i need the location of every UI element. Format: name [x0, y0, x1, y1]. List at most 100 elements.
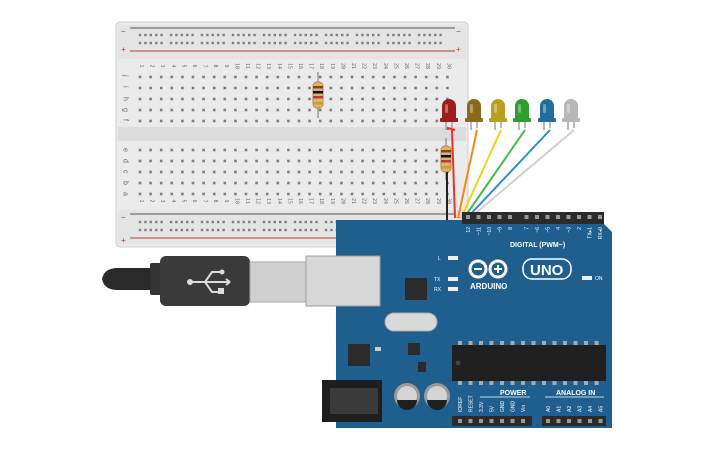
terminal-hole[interactable] [223, 86, 227, 90]
rail-hole[interactable] [284, 228, 287, 232]
terminal-hole[interactable] [371, 192, 375, 196]
rail-hole[interactable] [273, 41, 276, 45]
terminal-hole[interactable] [287, 148, 290, 152]
terminal-hole[interactable] [223, 192, 227, 196]
terminal-hole[interactable] [255, 159, 258, 163]
rail-hole[interactable] [439, 33, 442, 37]
terminal-hole[interactable] [212, 181, 216, 185]
terminal-hole[interactable] [159, 148, 163, 152]
terminal-hole[interactable] [414, 75, 417, 79]
terminal-hole[interactable] [170, 75, 174, 79]
usb-b-port[interactable] [305, 255, 381, 307]
terminal-hole[interactable] [318, 108, 322, 112]
terminal-hole[interactable] [414, 181, 417, 185]
terminal-hole[interactable] [276, 86, 280, 90]
power-pin-hole[interactable] [521, 419, 525, 423]
rail-hole[interactable] [242, 220, 245, 224]
terminal-hole[interactable] [424, 170, 428, 174]
terminal-hole[interactable] [393, 97, 396, 101]
terminal-hole[interactable] [308, 75, 311, 79]
terminal-hole[interactable] [446, 97, 449, 101]
rail-hole[interactable] [330, 228, 333, 232]
rail-hole[interactable] [149, 220, 152, 224]
rail-hole[interactable] [149, 228, 152, 232]
rail-hole[interactable] [248, 33, 251, 37]
terminal-hole[interactable] [255, 181, 258, 185]
terminal-hole[interactable] [138, 119, 142, 123]
rail-hole[interactable] [155, 33, 158, 37]
terminal-hole[interactable] [393, 148, 396, 152]
rail-hole[interactable] [392, 41, 395, 45]
terminal-hole[interactable] [181, 119, 184, 123]
rail-hole[interactable] [253, 41, 256, 45]
digital-pin-hole[interactable] [577, 215, 581, 219]
terminal-hole[interactable] [403, 148, 407, 152]
terminal-hole[interactable] [371, 75, 375, 79]
terminal-hole[interactable] [276, 170, 280, 174]
terminal-hole[interactable] [382, 119, 386, 123]
terminal-hole[interactable] [424, 119, 428, 123]
wire[interactable] [451, 129, 456, 219]
terminal-hole[interactable] [371, 119, 375, 123]
terminal-hole[interactable] [202, 86, 205, 90]
terminal-hole[interactable] [265, 170, 269, 174]
rail-hole[interactable] [324, 33, 328, 37]
rail-hole[interactable] [386, 41, 390, 45]
terminal-hole[interactable] [287, 192, 290, 196]
rail-hole[interactable] [417, 33, 421, 37]
terminal-hole[interactable] [361, 148, 364, 152]
rail-hole[interactable] [211, 228, 214, 232]
terminal-hole[interactable] [308, 181, 311, 185]
terminal-hole[interactable] [350, 86, 354, 90]
rail-hole[interactable] [191, 220, 194, 224]
terminal-hole[interactable] [191, 75, 195, 79]
rail-hole[interactable] [355, 33, 359, 37]
terminal-hole[interactable] [382, 181, 386, 185]
rail-hole[interactable] [377, 33, 380, 37]
terminal-hole[interactable] [234, 192, 237, 196]
terminal-hole[interactable] [159, 108, 163, 112]
rail-hole[interactable] [372, 33, 375, 37]
rail-hole[interactable] [206, 33, 209, 37]
terminal-hole[interactable] [170, 119, 174, 123]
rail-hole[interactable] [180, 228, 183, 232]
terminal-hole[interactable] [181, 97, 184, 101]
led-white[interactable] [562, 99, 580, 130]
led-red[interactable] [440, 99, 458, 130]
terminal-hole[interactable] [212, 86, 216, 90]
terminal-hole[interactable] [234, 148, 237, 152]
terminal-hole[interactable] [191, 97, 195, 101]
rail-hole[interactable] [253, 220, 256, 224]
terminal-hole[interactable] [287, 86, 290, 90]
rail-hole[interactable] [169, 228, 173, 232]
terminal-hole[interactable] [435, 192, 439, 196]
rail-hole[interactable] [262, 220, 266, 224]
terminal-hole[interactable] [265, 192, 269, 196]
terminal-hole[interactable] [393, 108, 396, 112]
terminal-hole[interactable] [234, 170, 237, 174]
rail-hole[interactable] [138, 33, 142, 37]
terminal-hole[interactable] [159, 119, 163, 123]
terminal-hole[interactable] [340, 119, 343, 123]
terminal-hole[interactable] [403, 75, 407, 79]
terminal-hole[interactable] [340, 75, 343, 79]
terminal-hole[interactable] [329, 170, 333, 174]
terminal-hole[interactable] [435, 170, 439, 174]
rail-hole[interactable] [299, 228, 302, 232]
terminal-hole[interactable] [287, 108, 290, 112]
terminal-hole[interactable] [149, 170, 152, 174]
rail-hole[interactable] [144, 220, 147, 224]
terminal-hole[interactable] [255, 170, 258, 174]
rail-hole[interactable] [160, 220, 163, 224]
rail-hole[interactable] [273, 220, 276, 224]
rail-hole[interactable] [361, 41, 364, 45]
terminal-hole[interactable] [202, 108, 205, 112]
terminal-hole[interactable] [318, 192, 322, 196]
terminal-hole[interactable] [276, 97, 280, 101]
terminal-hole[interactable] [382, 148, 386, 152]
rail-hole[interactable] [268, 41, 271, 45]
terminal-hole[interactable] [297, 170, 301, 174]
rail-hole[interactable] [155, 41, 158, 45]
rail-hole[interactable] [248, 41, 251, 45]
rail-hole[interactable] [377, 41, 380, 45]
